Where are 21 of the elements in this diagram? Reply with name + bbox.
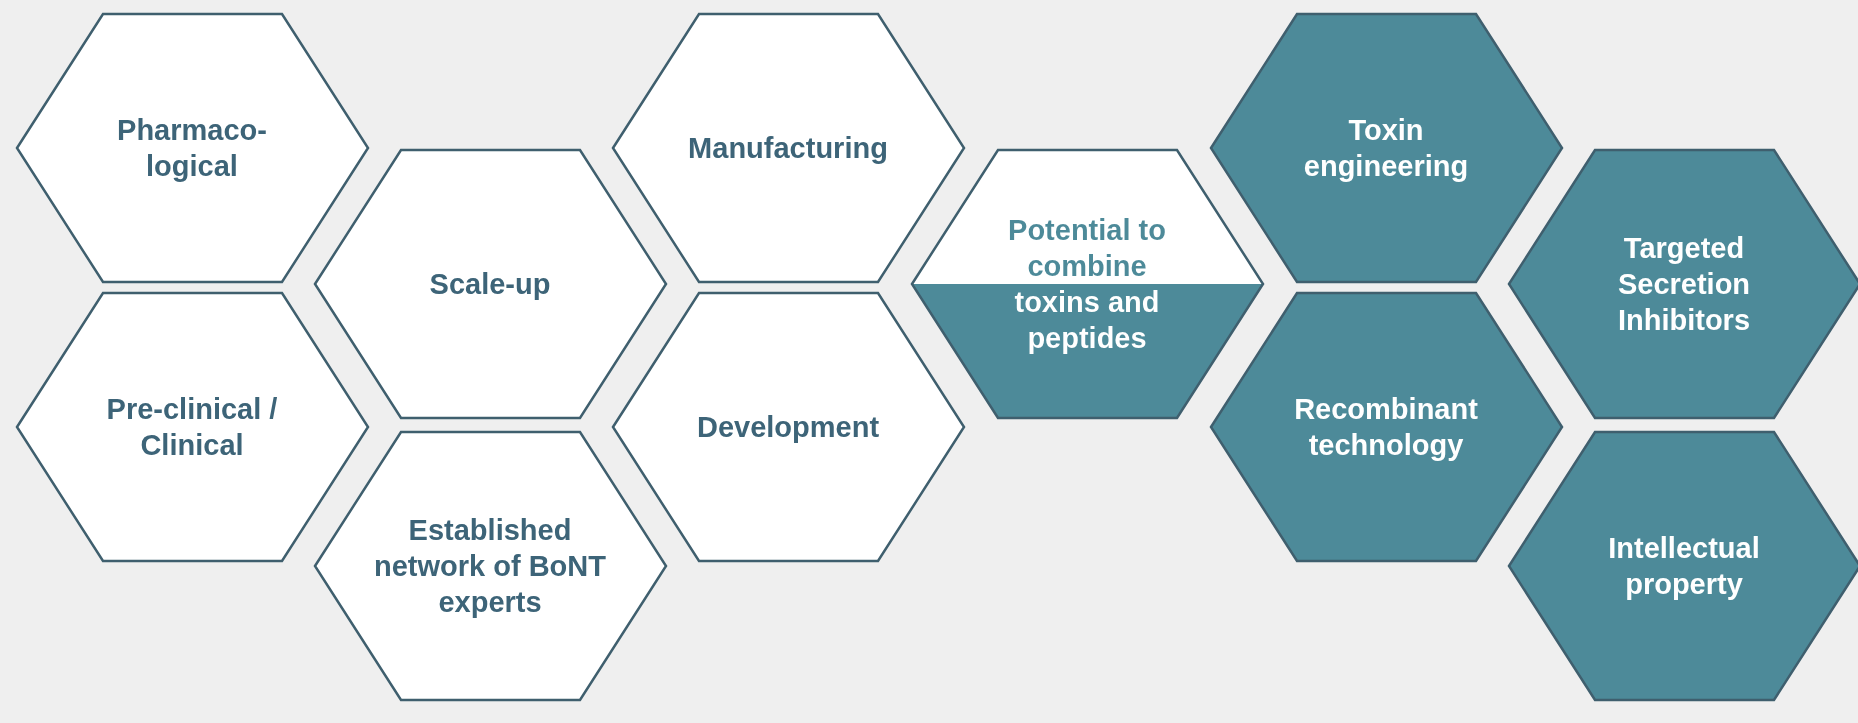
hexagon-label: Manufacturing bbox=[688, 131, 888, 166]
hexagon-label: Pharmaco-logical bbox=[116, 113, 268, 184]
hexagon bbox=[1506, 430, 1858, 702]
hexagon-label: Scale-up bbox=[429, 267, 551, 302]
hexagon-label: Recombinant technology bbox=[1293, 392, 1479, 463]
hexagon-label: Intellectual property bbox=[1607, 531, 1761, 602]
hexagon-label: Toxin engineering bbox=[1302, 113, 1470, 184]
hexagon bbox=[1506, 148, 1858, 420]
hexagon-label: Established network of BoNT experts bbox=[373, 513, 607, 620]
hexagon bbox=[909, 148, 1265, 420]
hexagon-label: Pre-clinical / Clinical bbox=[105, 392, 279, 463]
hexagon bbox=[312, 148, 668, 420]
hexagon-label: Targeted Secretion Inhibitors bbox=[1616, 231, 1752, 338]
hexagon bbox=[14, 12, 370, 284]
hexagon bbox=[1208, 12, 1564, 284]
hexagon-label: Development bbox=[696, 410, 880, 445]
hexagon bbox=[610, 291, 966, 563]
hexagon bbox=[312, 430, 668, 702]
hexagon bbox=[1208, 291, 1564, 563]
hexagon bbox=[610, 12, 966, 284]
hexagon bbox=[14, 291, 370, 563]
